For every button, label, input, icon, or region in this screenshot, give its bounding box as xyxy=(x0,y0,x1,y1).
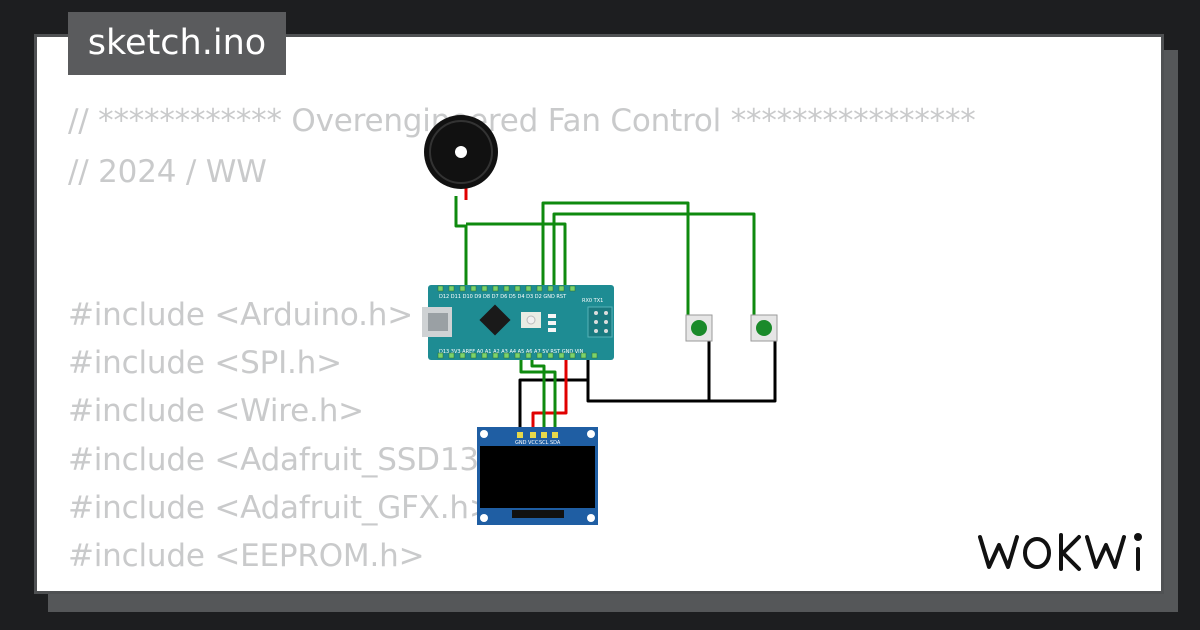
file-tab-sketch[interactable]: sketch.ino xyxy=(68,12,286,75)
code-line: #include <Adafruit_GFX.h> xyxy=(68,490,495,526)
pushbutton-icon xyxy=(685,314,713,342)
buzzer-icon xyxy=(424,115,498,189)
code-line: #include <SPI.h> xyxy=(68,345,342,381)
board-rx-tx-label: RX0 TX1 xyxy=(582,298,603,304)
code-line: #include <Wire.h> xyxy=(68,393,364,429)
code-line: #include <EEPROM.h> xyxy=(68,538,425,574)
oled-pin-scl: SCL xyxy=(539,440,549,446)
wire-button-ground-2 xyxy=(707,340,777,403)
wokwi-logo-icon xyxy=(978,533,1142,571)
wire-button-1 xyxy=(541,201,690,318)
wire-button-2 xyxy=(552,212,756,318)
code-line: // ************ Overengineered Fan Contr… xyxy=(68,103,976,139)
wire-oled-vcc xyxy=(531,358,568,435)
wire-buzzer-signal xyxy=(454,196,468,288)
code-line: // 2024 / WW xyxy=(68,154,267,190)
wire-oled-scl xyxy=(530,358,546,435)
arduino-nano-icon: D12 D11 D10 D9 D8 D7 D6 D5 D4 D3 D2 GND … xyxy=(422,285,614,360)
oled-pin-sda: SDA xyxy=(550,440,561,446)
wire-oled-sda xyxy=(519,358,557,435)
board-top-pin-labels: D12 D11 D10 D9 D8 D7 D6 D5 D4 D3 D2 GND … xyxy=(439,294,567,300)
oled-pin-vcc: VCC xyxy=(528,440,539,446)
wire-button-ground-1 xyxy=(586,358,709,403)
oled-display-icon: GND VCC SCL SDA xyxy=(477,427,598,525)
code-preview: // ************ Overengineered Fan Contr… xyxy=(68,0,1148,630)
code-line: #include <Arduino.h> xyxy=(68,297,414,333)
oled-pin-gnd: GND xyxy=(515,440,527,446)
wire-buzzer-ground xyxy=(466,222,567,288)
board-bottom-pin-labels: D13 3V3 AREF A0 A1 A2 A3 A4 A5 A6 A7 5V … xyxy=(439,349,584,355)
pushbutton-icon xyxy=(750,314,778,342)
